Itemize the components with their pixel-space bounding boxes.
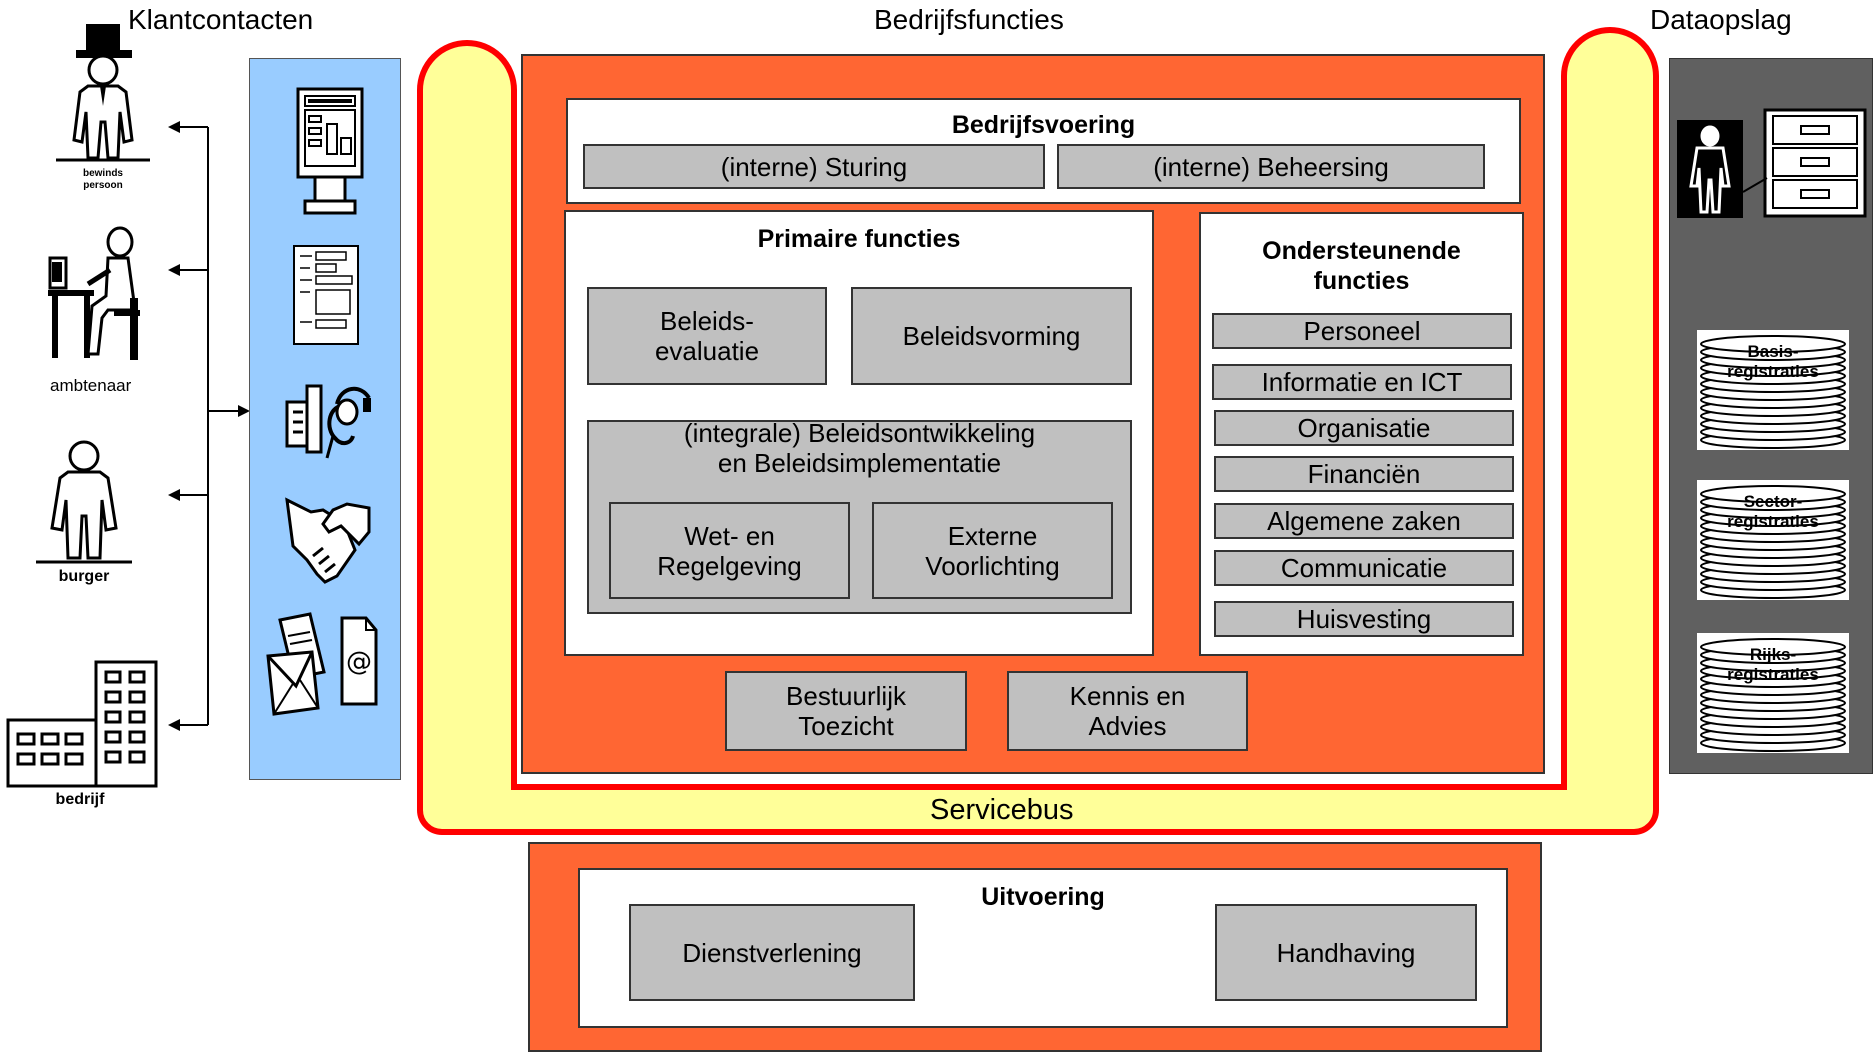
dienstverlening-box: Dienstverlening <box>629 904 915 1001</box>
beleidsvorming-box: Beleidsvorming <box>851 287 1132 385</box>
burger-figure-icon <box>36 440 132 564</box>
bedrijfsvoering-title: Bedrijfsvoering <box>951 111 1136 139</box>
beleidsevaluatie-box: Beleids- evaluatie <box>587 287 827 385</box>
wet-regelgeving-box: Wet- en Regelgeving <box>609 502 850 599</box>
ondersteunend-item: Informatie en ICT <box>1212 364 1512 400</box>
basisregistraties-database: Basis- registraties <box>1697 330 1849 450</box>
basisregistraties-label: Basis- registraties <box>1727 342 1819 381</box>
bestuurlijk-toezicht-box: Bestuurlijk Toezicht <box>725 671 967 751</box>
actor-label-ambtenaar: ambtenaar <box>50 376 132 395</box>
svg-text:@: @ <box>346 647 372 677</box>
actor-label-bewindspersoon: bewinds persoon <box>82 168 123 191</box>
kennis-advies-box: Kennis en Advies <box>1007 671 1248 751</box>
telephone-headset-icon <box>285 384 371 459</box>
ondersteunend-item: Algemene zaken <box>1214 503 1514 539</box>
ondersteunend-item: Organisatie <box>1214 410 1514 446</box>
handshake-icon <box>285 497 371 584</box>
kiosk-terminal-icon <box>296 87 364 215</box>
database-stack-icon <box>1700 335 1846 449</box>
beleidsontwikkeling-label: (integrale) Beleidsontwikkeling en Belei… <box>683 418 1036 478</box>
rijksregistraties-label: Rijks- registraties <box>1727 645 1819 684</box>
bedrijf-building-icon <box>6 660 158 788</box>
ondersteunend-item: Huisvesting <box>1214 601 1514 637</box>
mail-email-icon: @ <box>266 612 378 716</box>
ondersteunend-item: Communicatie <box>1214 550 1514 586</box>
ondersteunende-functies-title: Ondersteunende functies <box>1262 237 1461 295</box>
ondersteunend-item: Personeel <box>1212 313 1512 349</box>
database-stack-icon <box>1700 638 1846 752</box>
archive-clerk-cabinet-icon <box>1677 108 1867 218</box>
bewindspersoon-figure-icon <box>56 24 150 162</box>
database-stack-icon <box>1700 485 1846 599</box>
interne-sturing-box: (interne) Sturing <box>583 144 1045 189</box>
sectorregistraties-label: Sector- registraties <box>1727 492 1819 531</box>
form-document-icon <box>293 245 359 345</box>
actor-connector-arrows <box>168 121 250 731</box>
header-klantcontacten: Klantcontacten <box>128 4 314 35</box>
header-dataopslag: Dataopslag <box>1650 4 1792 35</box>
externe-voorlichting-box: Externe Voorlichting <box>872 502 1113 599</box>
uitvoering-title: Uitvoering <box>981 883 1105 911</box>
header-bedrijfsfuncties: Bedrijfsfuncties <box>874 4 1064 35</box>
sectorregistraties-database: Sector- registraties <box>1697 480 1849 600</box>
servicebus-label: Servicebus <box>930 794 1074 826</box>
actor-label-bedrijf: bedrijf <box>55 791 105 808</box>
ambtenaar-at-desk-icon <box>48 226 140 360</box>
interne-beheersing-box: (interne) Beheersing <box>1057 144 1485 189</box>
primaire-functies-title: Primaire functies <box>757 225 961 253</box>
handhaving-box: Handhaving <box>1215 904 1477 1001</box>
actor-label-burger: burger <box>58 568 110 585</box>
ondersteunend-item: Financiën <box>1214 456 1514 492</box>
rijksregistraties-database: Rijks- registraties <box>1697 633 1849 753</box>
